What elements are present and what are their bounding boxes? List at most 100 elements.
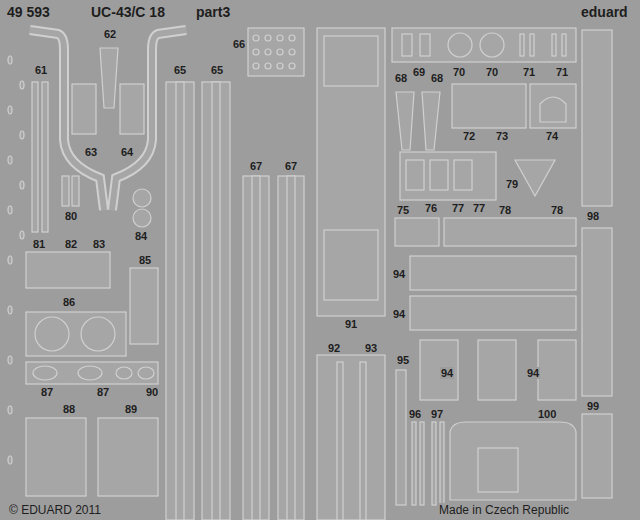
- panel-part: [130, 268, 158, 344]
- disc-part: [133, 209, 151, 227]
- small-part: [562, 34, 566, 56]
- long-strip: [243, 176, 269, 520]
- pedal-part: [422, 92, 440, 150]
- strip-part: [42, 82, 48, 232]
- callout-number: 97: [430, 408, 444, 420]
- panel-part: [530, 84, 576, 128]
- callout-number: 95: [396, 354, 410, 366]
- panel-part: [410, 256, 576, 290]
- oval-part: [116, 367, 132, 379]
- pedal-part: [396, 92, 414, 150]
- callout-number: 66: [232, 38, 246, 50]
- footer-text: Made in Czech Republic: [438, 503, 570, 517]
- panel-part: [72, 84, 96, 134]
- callout-number: 61: [34, 64, 48, 76]
- callout-number: 83: [92, 238, 106, 250]
- strip-part: [32, 82, 38, 232]
- callout-number: 69: [412, 66, 426, 78]
- callout-number: 70: [452, 66, 466, 78]
- grid-hole: [277, 63, 283, 69]
- callout-number: 91: [344, 318, 358, 330]
- panel-part: [26, 362, 158, 384]
- long-strip: [176, 82, 184, 520]
- grid-hole: [253, 63, 259, 69]
- callout-number: 94: [392, 308, 406, 320]
- callout-number: 94: [526, 367, 540, 379]
- grid-hole: [265, 35, 271, 41]
- bracket-part: [100, 48, 118, 108]
- fret-title: UC-43/C 18: [90, 4, 166, 20]
- callout-number: 93: [364, 342, 378, 354]
- etch-drop: [8, 106, 12, 114]
- callout-number: 99: [586, 400, 600, 412]
- small-part: [402, 34, 412, 56]
- callout-number: 81: [32, 238, 46, 250]
- long-strip: [278, 176, 304, 520]
- panel-part: [450, 422, 576, 500]
- footer-text: © EDUARD 2011: [8, 503, 102, 517]
- frame-part: [406, 160, 424, 190]
- callout-number: 77: [472, 202, 486, 214]
- etch-drop: [8, 406, 12, 414]
- etch-drop: [8, 356, 12, 364]
- strip-column: [582, 228, 612, 396]
- callout-number: 85: [138, 254, 152, 266]
- callout-number: 75: [396, 204, 410, 216]
- etch-drop: [8, 206, 12, 214]
- callout-number: 63: [84, 146, 98, 158]
- callout-number: 76: [424, 202, 438, 214]
- rail-part: [360, 362, 366, 520]
- callout-number: 72: [462, 130, 476, 142]
- panel-part: [98, 418, 158, 496]
- arch-part: [540, 97, 566, 122]
- grid-hole: [265, 49, 271, 55]
- callout-number: 78: [550, 204, 564, 216]
- panel-part: [317, 28, 385, 316]
- etch-drop: [8, 456, 12, 464]
- etch-drop: [20, 131, 24, 139]
- panel-part: [444, 218, 576, 246]
- callout-number: 84: [134, 230, 148, 242]
- panel-part: [478, 340, 516, 400]
- etch-drop: [20, 181, 24, 189]
- long-strip: [166, 82, 194, 520]
- oval-part: [78, 366, 102, 380]
- exhaust-pipe: [30, 30, 104, 210]
- callout-number: 79: [505, 178, 519, 190]
- callout-number: 77: [451, 202, 465, 214]
- long-strip: [202, 82, 230, 520]
- ring-part: [448, 33, 472, 57]
- ring-part: [35, 317, 69, 351]
- small-part: [72, 176, 79, 206]
- callout-number: 100: [537, 408, 557, 420]
- callout-number: 68: [394, 72, 408, 84]
- callout-number: 71: [522, 66, 536, 78]
- ring-part: [480, 33, 504, 57]
- etch-drop: [20, 231, 24, 239]
- strip-column: [582, 414, 612, 498]
- callout-number: 98: [586, 210, 600, 222]
- grid-part: [248, 28, 304, 76]
- small-part: [530, 34, 534, 56]
- callout-number: 71: [555, 66, 569, 78]
- callout-number: 73: [495, 130, 509, 142]
- panel-part: [410, 296, 576, 330]
- panel-part: [395, 218, 439, 246]
- callout-number: 96: [408, 408, 422, 420]
- grid-hole: [277, 35, 283, 41]
- frame-part: [454, 160, 472, 190]
- small-part: [520, 34, 524, 56]
- callout-number: 87: [40, 386, 54, 398]
- callout-number: 70: [485, 66, 499, 78]
- grid-hole: [289, 49, 295, 55]
- long-strip: [252, 176, 260, 520]
- etch-drop: [8, 156, 12, 164]
- strip-part: [396, 370, 406, 505]
- callout-number: 86: [62, 296, 76, 308]
- panel-part: [317, 355, 385, 520]
- callout-number: 65: [173, 64, 187, 76]
- callout-number: 87: [96, 386, 110, 398]
- panel-frame: [324, 36, 378, 86]
- grid-hole: [253, 35, 259, 41]
- strip-part: [412, 422, 416, 505]
